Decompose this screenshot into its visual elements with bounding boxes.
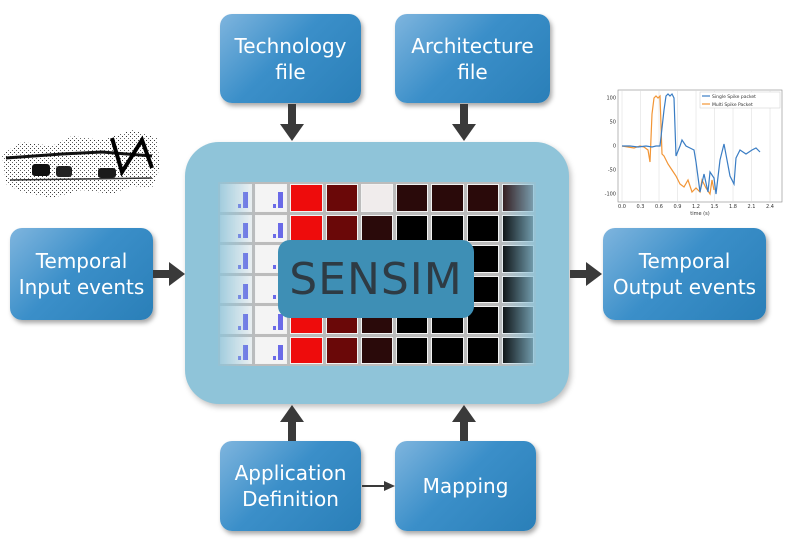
core-cell	[360, 336, 394, 364]
core-cell	[431, 184, 464, 212]
temporal-input-events-label: Temporal Input events	[18, 249, 145, 299]
core-cell	[501, 184, 534, 212]
series-single-spike-packet	[622, 92, 761, 195]
technology-file-block: Technology file	[220, 14, 361, 103]
core-cell	[360, 214, 394, 242]
core-cell	[220, 184, 253, 212]
core-cell	[396, 184, 429, 212]
core-cell	[396, 214, 429, 242]
legend-single-spike: Single Spike packet	[712, 94, 756, 100]
architecture-file-block: Architecture file	[395, 14, 550, 103]
arrow-sensim-to-output	[570, 262, 602, 286]
legend-multi-spike: Multi Spike Packet	[712, 102, 753, 108]
core-cell	[220, 306, 253, 334]
plot-xtick-label: 2.4	[766, 204, 774, 210]
core-cell	[466, 336, 499, 364]
sensim-label: SENSIM	[289, 253, 463, 305]
core-cell	[325, 184, 358, 212]
plot-xtick-label: 0.3	[637, 204, 645, 210]
architecture-file-label: Architecture file	[411, 33, 534, 84]
plot-xtick-label: 1.2	[692, 204, 700, 210]
arrow-application-to-mapping	[362, 481, 395, 491]
core-cell	[290, 184, 323, 212]
arrow-technology-to-sensim	[280, 104, 304, 141]
core-cell	[501, 275, 534, 303]
plot-legend	[699, 91, 781, 109]
core-cell	[501, 214, 534, 242]
core-cell	[255, 214, 288, 242]
plot-ytick-label: 0	[613, 144, 616, 150]
plot-xtick-label: 0.9	[674, 204, 682, 210]
core-cell	[255, 336, 288, 364]
core-cell	[431, 336, 464, 364]
core-cell	[255, 184, 288, 212]
arrow-architecture-to-sensim	[452, 104, 476, 141]
plot-xtick-label: 0.0	[618, 204, 626, 210]
core-cell	[325, 336, 358, 364]
core-cell	[466, 184, 499, 212]
mapping-label: Mapping	[422, 474, 509, 498]
plot-xtick-label: 0.6	[655, 204, 663, 210]
core-cell	[360, 184, 394, 212]
core-cell	[220, 336, 253, 364]
core-cell	[325, 214, 358, 242]
core-cell	[220, 214, 253, 242]
plot-ytick-label: 50	[610, 120, 616, 126]
plot-xtick-label: 1.5	[711, 204, 719, 210]
core-cell	[290, 336, 323, 364]
core-cell	[466, 214, 499, 242]
core-cell	[501, 306, 534, 334]
event-camera-image	[2, 130, 160, 198]
sensim-core-block: SENSIM	[278, 240, 474, 318]
plot-xtick-label: 1.8	[729, 204, 737, 210]
temporal-output-events-label: Temporal Output events	[612, 249, 757, 299]
technology-file-label: Technology file	[234, 33, 347, 84]
arrow-mapping-to-sensim	[452, 405, 476, 441]
plot-ytick-label: -100	[605, 192, 616, 198]
core-cell	[501, 245, 534, 273]
core-cell	[396, 336, 429, 364]
arrow-application-to-sensim	[280, 405, 304, 441]
core-cell	[220, 245, 253, 273]
plot-xtick-label: 2.1	[748, 204, 756, 210]
plot-ytick-label: -50	[608, 168, 616, 174]
temporal-output-events-block: Temporal Output events	[603, 228, 766, 320]
plot-ytick-label: 100	[606, 96, 616, 102]
mapping-block: Mapping	[395, 441, 536, 531]
temporal-input-events-block: Temporal Input events	[10, 228, 153, 320]
application-definition-block: Application Definition	[220, 441, 361, 531]
plot-xlabel: time (s)	[690, 211, 709, 217]
core-cell	[501, 336, 534, 364]
output-spike-plot: 100 50 0 -50 -100 0.0 0.3 0.6 0.9 1.2 1.5 1.8 2.1 2.…	[605, 89, 783, 217]
application-definition-label: Application Definition	[234, 461, 347, 511]
core-cell	[290, 214, 323, 242]
arrow-input-to-sensim	[153, 262, 185, 286]
core-cell	[220, 275, 253, 303]
core-cell	[431, 214, 464, 242]
plot-area	[617, 89, 783, 203]
